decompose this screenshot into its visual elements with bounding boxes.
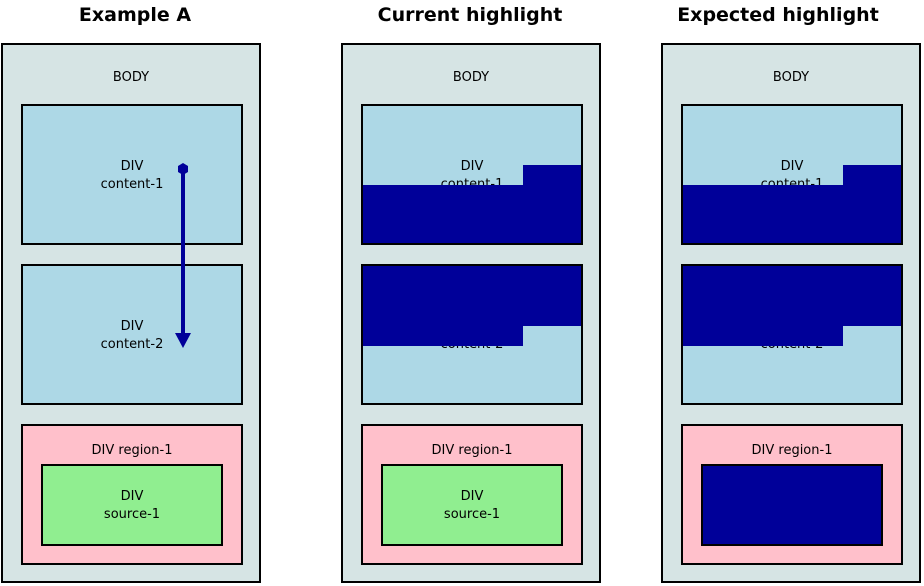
content-2-line1: DIV: [120, 319, 144, 334]
body-label: BODY: [112, 70, 150, 85]
highlight-content-2-full: [683, 266, 901, 326]
source-1-label: DIV source-1: [43, 488, 221, 524]
content-1-box: DIV content-1: [21, 104, 243, 245]
source-1-box: DIV source-1: [41, 464, 223, 546]
body-panel-expected-highlight: BODY DIV content-1 DIV content-2 DIV reg…: [661, 43, 921, 583]
panel-title-example-a: Example A: [78, 4, 192, 26]
content-2-label: DIV content-2: [23, 318, 241, 354]
highlight-content-1-full: [683, 185, 901, 243]
panel-title-current-highlight: Current highlight: [377, 4, 563, 26]
content-2-box: DIV content-2: [681, 264, 903, 405]
highlight-content-2-full: [363, 266, 581, 326]
region-1-box: DIV region-1 DIV source-1: [361, 424, 583, 565]
region-1-box: DIV region-1: [681, 424, 903, 565]
body-label: BODY: [772, 70, 810, 85]
source-1-label: DIV source-1: [383, 488, 561, 524]
source-1-box-highlighted: [701, 464, 883, 546]
arrow-head: [175, 333, 191, 348]
source-1-line1: DIV: [120, 489, 144, 504]
body-panel-current-highlight: BODY DIV content-1 DIV content-2 DIV reg…: [341, 43, 601, 583]
body-panel-example-a: BODY DIV content-1 DIV content-2 DIV reg…: [1, 43, 261, 583]
content-2-box: DIV content-2: [361, 264, 583, 405]
content-1-line1: DIV: [120, 159, 144, 174]
content-1-line1: DIV: [460, 159, 484, 174]
region-1-box: DIV region-1 DIV source-1: [21, 424, 243, 565]
source-1-line1: DIV: [460, 489, 484, 504]
region-1-label: DIV region-1: [431, 443, 513, 458]
highlight-content-1-full: [363, 185, 581, 243]
highlight-content-2-partial: [363, 326, 523, 346]
source-1-box: DIV source-1: [381, 464, 563, 546]
selection-arrow-icon: [175, 163, 191, 348]
content-1-line1: DIV: [780, 159, 804, 174]
region-1-label: DIV region-1: [751, 443, 833, 458]
content-1-label: DIV content-1: [23, 158, 241, 194]
body-label: BODY: [452, 70, 490, 85]
content-2-line2: content-2: [100, 337, 164, 352]
content-1-box: DIV content-1: [681, 104, 903, 245]
highlight-content-1-partial: [843, 165, 901, 185]
region-1-label: DIV region-1: [91, 443, 173, 458]
content-1-line2: content-1: [100, 177, 164, 192]
source-1-line2: source-1: [103, 507, 161, 522]
content-2-box: DIV content-2: [21, 264, 243, 405]
panel-title-expected-highlight: Expected highlight: [677, 4, 879, 26]
highlight-content-2-partial: [683, 326, 843, 346]
highlight-content-1-partial: [523, 165, 581, 185]
content-1-box: DIV content-1: [361, 104, 583, 245]
source-1-line2: source-1: [443, 507, 501, 522]
